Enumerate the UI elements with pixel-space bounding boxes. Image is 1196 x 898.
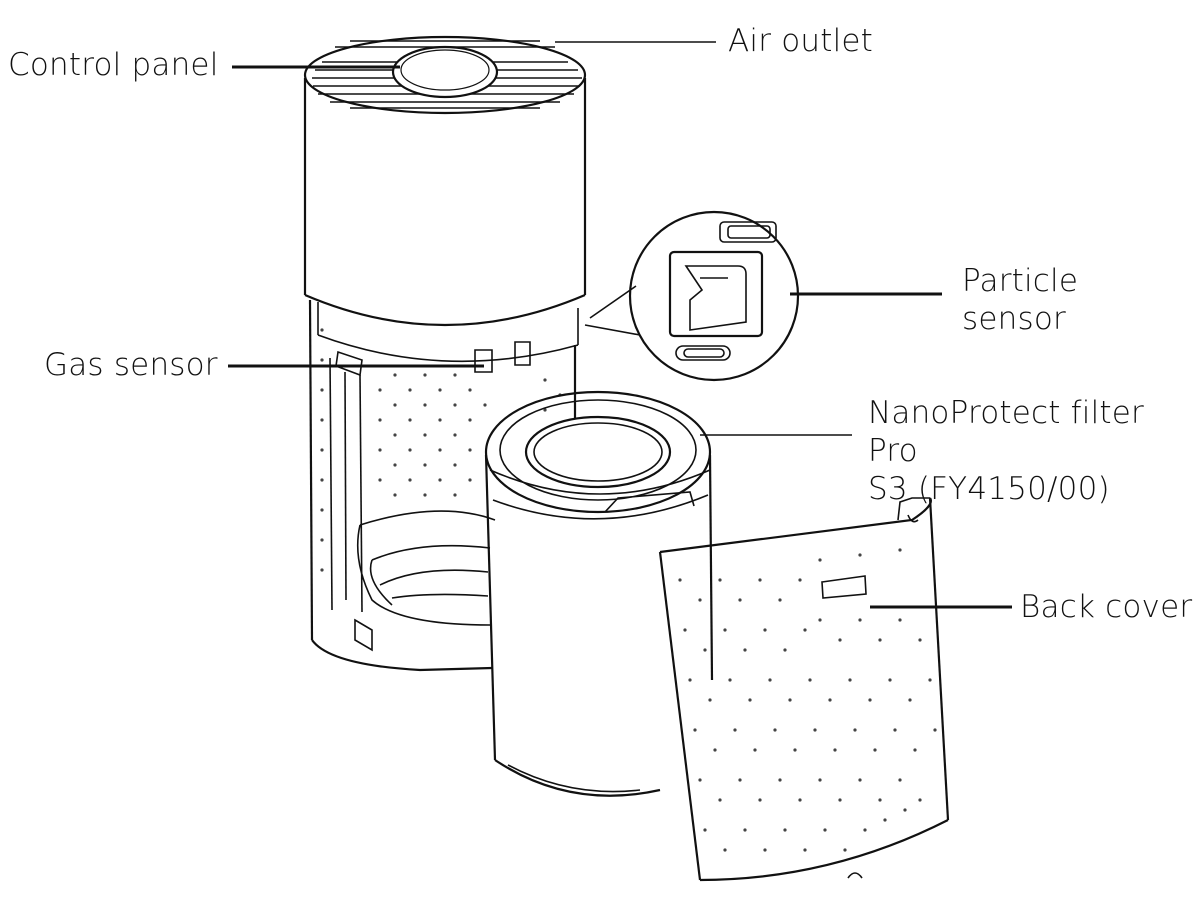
label-filter: NanoProtect filter Pro S3 (FY4150/00) [868,395,1144,507]
label-gas-sensor: Gas sensor [44,347,218,383]
label-particle-sensor: Particle sensor [962,263,1079,337]
back-cover [658,497,950,882]
leader-lines [228,41,1012,609]
label-back-cover: Back cover [1020,589,1193,625]
label-air-outlet: Air outlet [728,23,874,59]
body-perforations [320,328,562,572]
particle-sensor-zoom [584,210,800,382]
purifier-unit [303,35,587,672]
air-outlet-grille [312,40,582,109]
filter-cylinder [484,390,714,797]
label-control-panel: Control panel [8,47,219,83]
control-panel-disc [391,45,499,99]
cover-perforations [678,548,937,852]
